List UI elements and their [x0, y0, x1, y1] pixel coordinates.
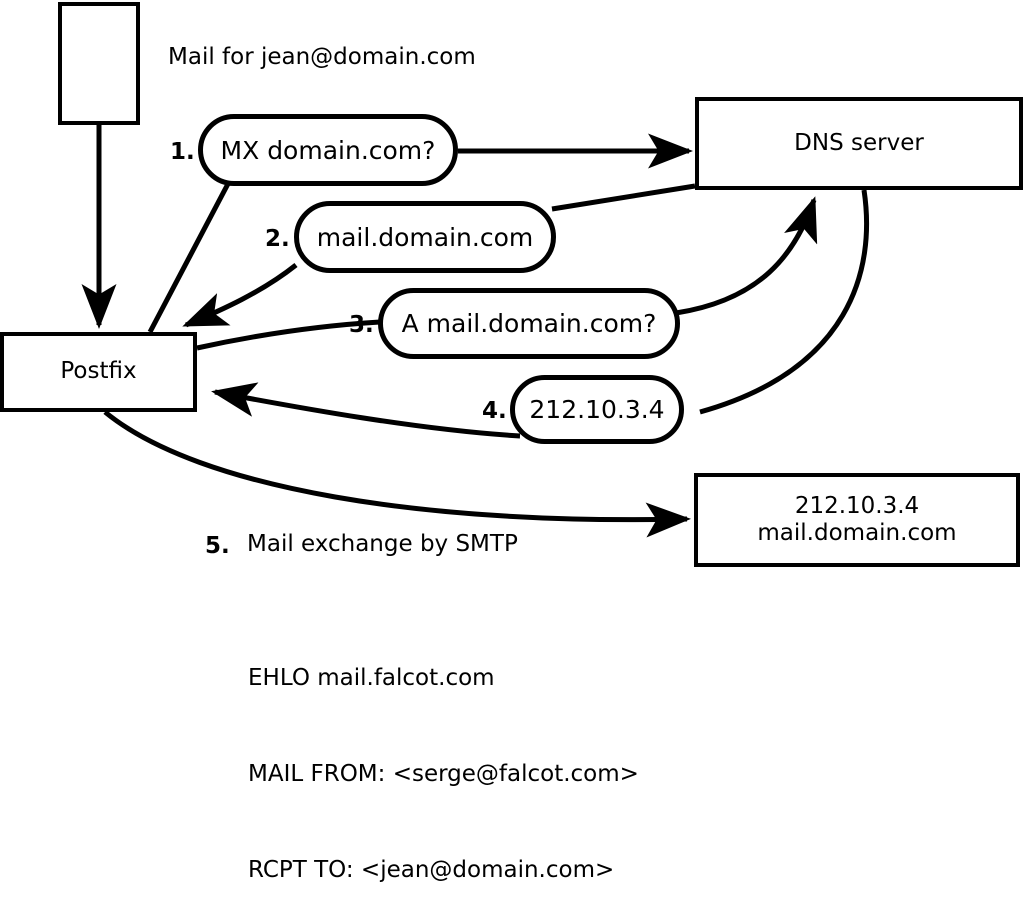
edge-postfix-to-step1	[147, 178, 233, 334]
edge-postfix-to-step3	[196, 319, 381, 351]
step-1-bubble[interactable]: MX domain.com?	[198, 114, 458, 186]
transcript-line: EHLO mail.falcot.com	[248, 665, 495, 691]
step-3-number: 3.	[349, 312, 374, 338]
edge-step4-to-postfix	[211, 382, 521, 439]
dns-server-box[interactable]: DNS server	[695, 97, 1023, 190]
postfix-box[interactable]: Postfix	[0, 332, 197, 412]
smtp-transcript: EHLO mail.falcot.com MAIL FROM: <serge@f…	[248, 598, 639, 919]
sender-host-box[interactable]	[58, 2, 140, 125]
step-3-bubble[interactable]: A mail.domain.com?	[378, 288, 680, 359]
dns-server-label: DNS server	[794, 129, 924, 156]
transcript-line: MAIL FROM: <serge@falcot.com>	[248, 761, 639, 787]
step-1-number: 1.	[170, 139, 195, 165]
edge-dns-to-step4	[699, 189, 870, 415]
step-2-bubble[interactable]: mail.domain.com	[294, 201, 556, 273]
step-5-number: 5.	[205, 533, 230, 559]
step-1-message: MX domain.com?	[220, 135, 436, 165]
target-mail-server-hostname: mail.domain.com	[757, 520, 957, 546]
step-5-message: Mail exchange by SMTP	[247, 531, 518, 557]
edge-postfix-to-target	[103, 410, 691, 538]
edge-step3-to-dns	[675, 196, 818, 316]
edge-step2-to-postfix	[182, 263, 298, 328]
edge-dns-to-step2	[551, 183, 696, 212]
target-mail-server-ip: 212.10.3.4	[794, 492, 920, 519]
step-4-message: 212.10.3.4	[529, 395, 665, 424]
page-title: Mail for jean@domain.com	[168, 44, 476, 70]
step-4-bubble[interactable]: 212.10.3.4	[510, 375, 684, 444]
target-mail-server-box[interactable]: 212.10.3.4 mail.domain.com	[694, 473, 1020, 567]
step-4-number: 4.	[482, 398, 507, 424]
step-3-message: A mail.domain.com?	[401, 309, 657, 338]
postfix-label: Postfix	[60, 358, 137, 385]
step-2-message: mail.domain.com	[316, 222, 534, 252]
step-2-number: 2.	[265, 226, 290, 252]
transcript-line: RCPT TO: <jean@domain.com>	[248, 857, 615, 883]
